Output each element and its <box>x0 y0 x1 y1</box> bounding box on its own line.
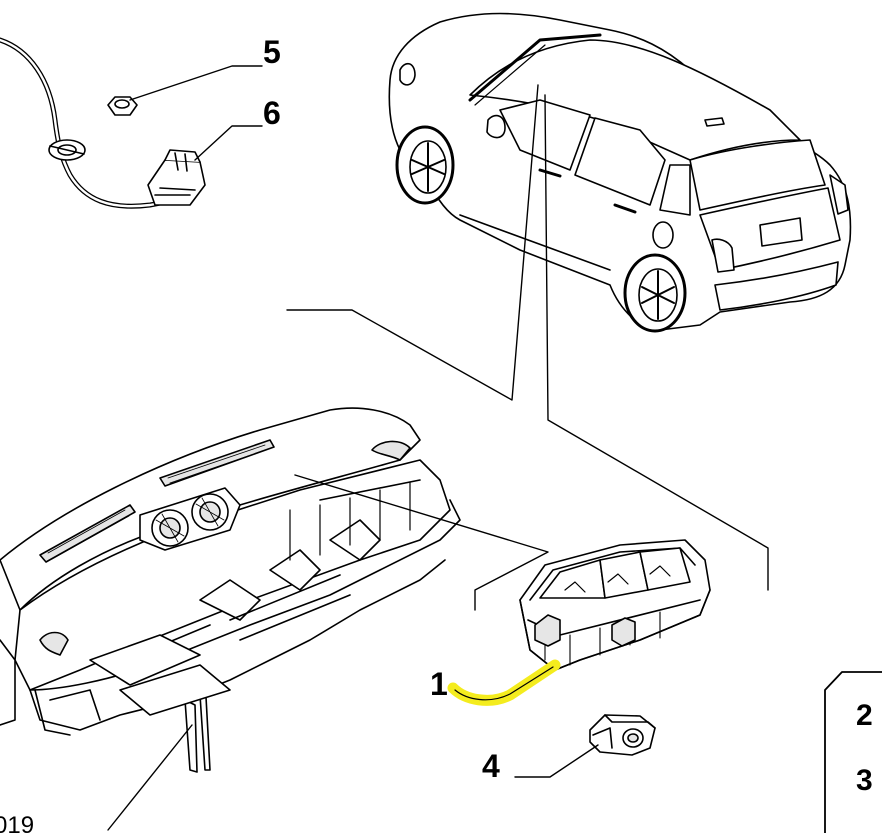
nut-5-part[interactable] <box>107 96 138 116</box>
connector-6-part[interactable] <box>147 149 206 206</box>
leader-line-vehicle-a <box>286 84 539 401</box>
airbag-module-part[interactable] <box>519 539 711 671</box>
callout-3[interactable]: 3 <box>856 764 873 797</box>
leader-line-4 <box>514 744 599 778</box>
dashboard-illustration <box>0 407 461 773</box>
connector-4-part[interactable] <box>589 714 656 756</box>
leader-line-6 <box>194 125 263 161</box>
legend-box <box>824 671 882 834</box>
callout-2[interactable]: 2 <box>856 699 873 732</box>
callout-6[interactable]: 6 <box>263 95 281 131</box>
leader-line-figure <box>107 724 193 831</box>
airbag-connector-wire-highlight[interactable] <box>447 659 561 706</box>
leader-line-5 <box>129 65 263 101</box>
callout-5[interactable]: 5 <box>263 34 281 70</box>
leader-line-vehicle-b <box>544 94 769 591</box>
vehicle-illustration <box>388 12 852 333</box>
callout-4[interactable]: 4 <box>482 748 500 784</box>
leader-line-dashboard <box>294 474 549 611</box>
callout-1[interactable]: 1 <box>430 666 448 702</box>
figure-code: 019 <box>0 812 35 839</box>
